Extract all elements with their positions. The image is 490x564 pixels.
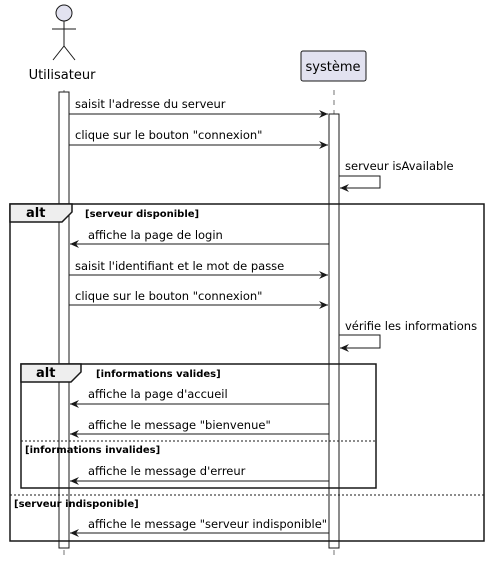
user-actor-label: Utilisateur — [29, 68, 97, 83]
message-6: clique sur le bouton "connexion" — [69, 289, 328, 309]
message-label: affiche le message "bienvenue" — [88, 418, 271, 432]
message-label: affiche le message "serveur indisponible… — [88, 517, 327, 531]
message-1: saisit l'adresse du serveur — [69, 97, 328, 118]
user-actor-icon — [52, 4, 76, 61]
outer-alt-guard: [serveur disponible] — [85, 209, 199, 220]
message-7-self: vérifie les informations — [339, 319, 477, 352]
outer-alt-else-guard: [serveur indisponible] — [14, 499, 139, 510]
message-3-self: serveur isAvailable — [339, 159, 454, 192]
message-11: affiche le message "serveur indisponible… — [70, 517, 329, 537]
message-9: affiche le message "bienvenue" — [70, 418, 329, 438]
outer-alt-keyword: alt — [26, 206, 45, 221]
message-4: affiche la page de login — [70, 228, 329, 248]
inner-alt-keyword: alt — [36, 366, 55, 381]
message-2: clique sur le bouton "connexion" — [69, 128, 328, 149]
outer-alt-tab — [9, 203, 73, 223]
outer-alt-frame — [9, 203, 485, 542]
message-label: affiche la page d'accueil — [88, 387, 228, 401]
inner-alt-tab — [20, 363, 82, 383]
user-activation-bar — [58, 91, 70, 549]
inner-alt-else-guard: [informations invalides] — [25, 445, 160, 456]
message-label: clique sur le bouton "connexion" — [75, 128, 262, 142]
inner-alt-frame — [20, 363, 377, 489]
message-label: saisit l'identifiant et le mot de passe — [75, 259, 284, 273]
message-label: vérifie les informations — [345, 319, 477, 333]
message-10: affiche le message d'erreur — [70, 464, 329, 485]
message-label: serveur isAvailable — [345, 159, 454, 173]
message-label: affiche la page de login — [88, 228, 223, 242]
message-label: saisit l'adresse du serveur — [75, 97, 226, 111]
system-participant-label: système — [306, 60, 361, 75]
inner-alt-guard: [informations valides] — [96, 369, 221, 380]
system-participant-box — [300, 50, 367, 82]
system-activation-bar — [328, 113, 340, 549]
message-5: saisit l'identifiant et le mot de passe — [69, 259, 328, 279]
message-8: affiche la page d'accueil — [70, 387, 329, 408]
message-label: affiche le message d'erreur — [88, 464, 246, 478]
message-label: clique sur le bouton "connexion" — [75, 289, 262, 303]
